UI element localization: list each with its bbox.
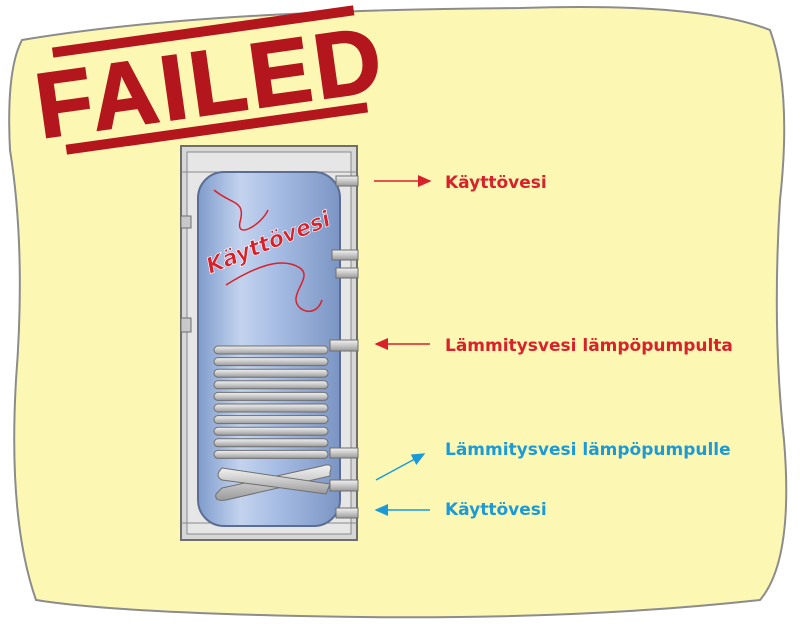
pipe-stub [329, 447, 359, 459]
coil-loop [213, 368, 329, 378]
coil-loop [213, 357, 329, 367]
pipe-heating-out [329, 479, 359, 492]
coil-loop [213, 403, 329, 413]
coil-diagonal [217, 467, 331, 495]
pipe-stub [335, 267, 359, 279]
pipe-stub [331, 249, 359, 261]
coil-loop [213, 415, 329, 425]
arrow-heating-out [375, 453, 426, 481]
pipe-bottom-inlet [335, 507, 359, 519]
coil-loop [213, 380, 329, 390]
coil-loop [213, 426, 329, 436]
label-heating-out: Lämmitysvesi lämpöpumpulle [445, 440, 731, 460]
label-heating-in: Lämmitysvesi lämpöpumpulta [445, 336, 733, 356]
coil-loop [213, 345, 329, 355]
coil-loop [213, 391, 329, 401]
heat-exchanger-coil [213, 345, 329, 459]
coil-loop [213, 438, 329, 448]
hot-squiggle [213, 189, 269, 231]
pipe-heating-in [329, 339, 359, 352]
label-bottom-inlet: Käyttövesi [445, 500, 547, 520]
side-clip [180, 215, 192, 229]
label-top-outlet: Käyttövesi [445, 173, 547, 193]
pipe-top-outlet [335, 175, 359, 187]
hot-squiggle [225, 262, 323, 313]
side-clip [180, 317, 192, 333]
tank: Käyttövesi [180, 145, 359, 541]
coil-loop [213, 449, 329, 459]
